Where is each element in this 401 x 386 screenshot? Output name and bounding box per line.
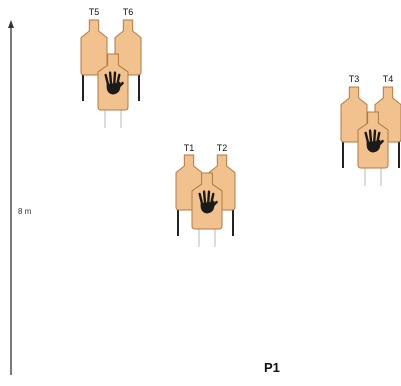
target-label-t2: T2 xyxy=(216,143,228,153)
target-groups xyxy=(80,19,401,247)
target-label-t1: T1 xyxy=(183,143,195,153)
no-shoot-target xyxy=(357,111,389,169)
target-label-t6: T6 xyxy=(122,7,134,17)
shooting-position-label: P1 xyxy=(264,360,280,375)
distance-label: 8 m xyxy=(18,207,32,216)
distance-axis-arrowhead xyxy=(8,20,14,28)
target-t5 xyxy=(80,19,108,76)
target-label-t5: T5 xyxy=(88,7,100,17)
target-label-t4: T4 xyxy=(382,74,394,84)
hand-icon xyxy=(198,190,218,214)
no-shoot-target xyxy=(97,53,129,111)
hand-icon xyxy=(104,71,124,95)
target-label-t3: T3 xyxy=(348,74,360,84)
no-shoot-target xyxy=(191,172,223,230)
hand-icon xyxy=(364,129,384,153)
target-group-t3-t4 xyxy=(340,86,401,186)
target-group-t1-t2 xyxy=(175,154,236,247)
target-group-t5-t6 xyxy=(80,19,142,128)
